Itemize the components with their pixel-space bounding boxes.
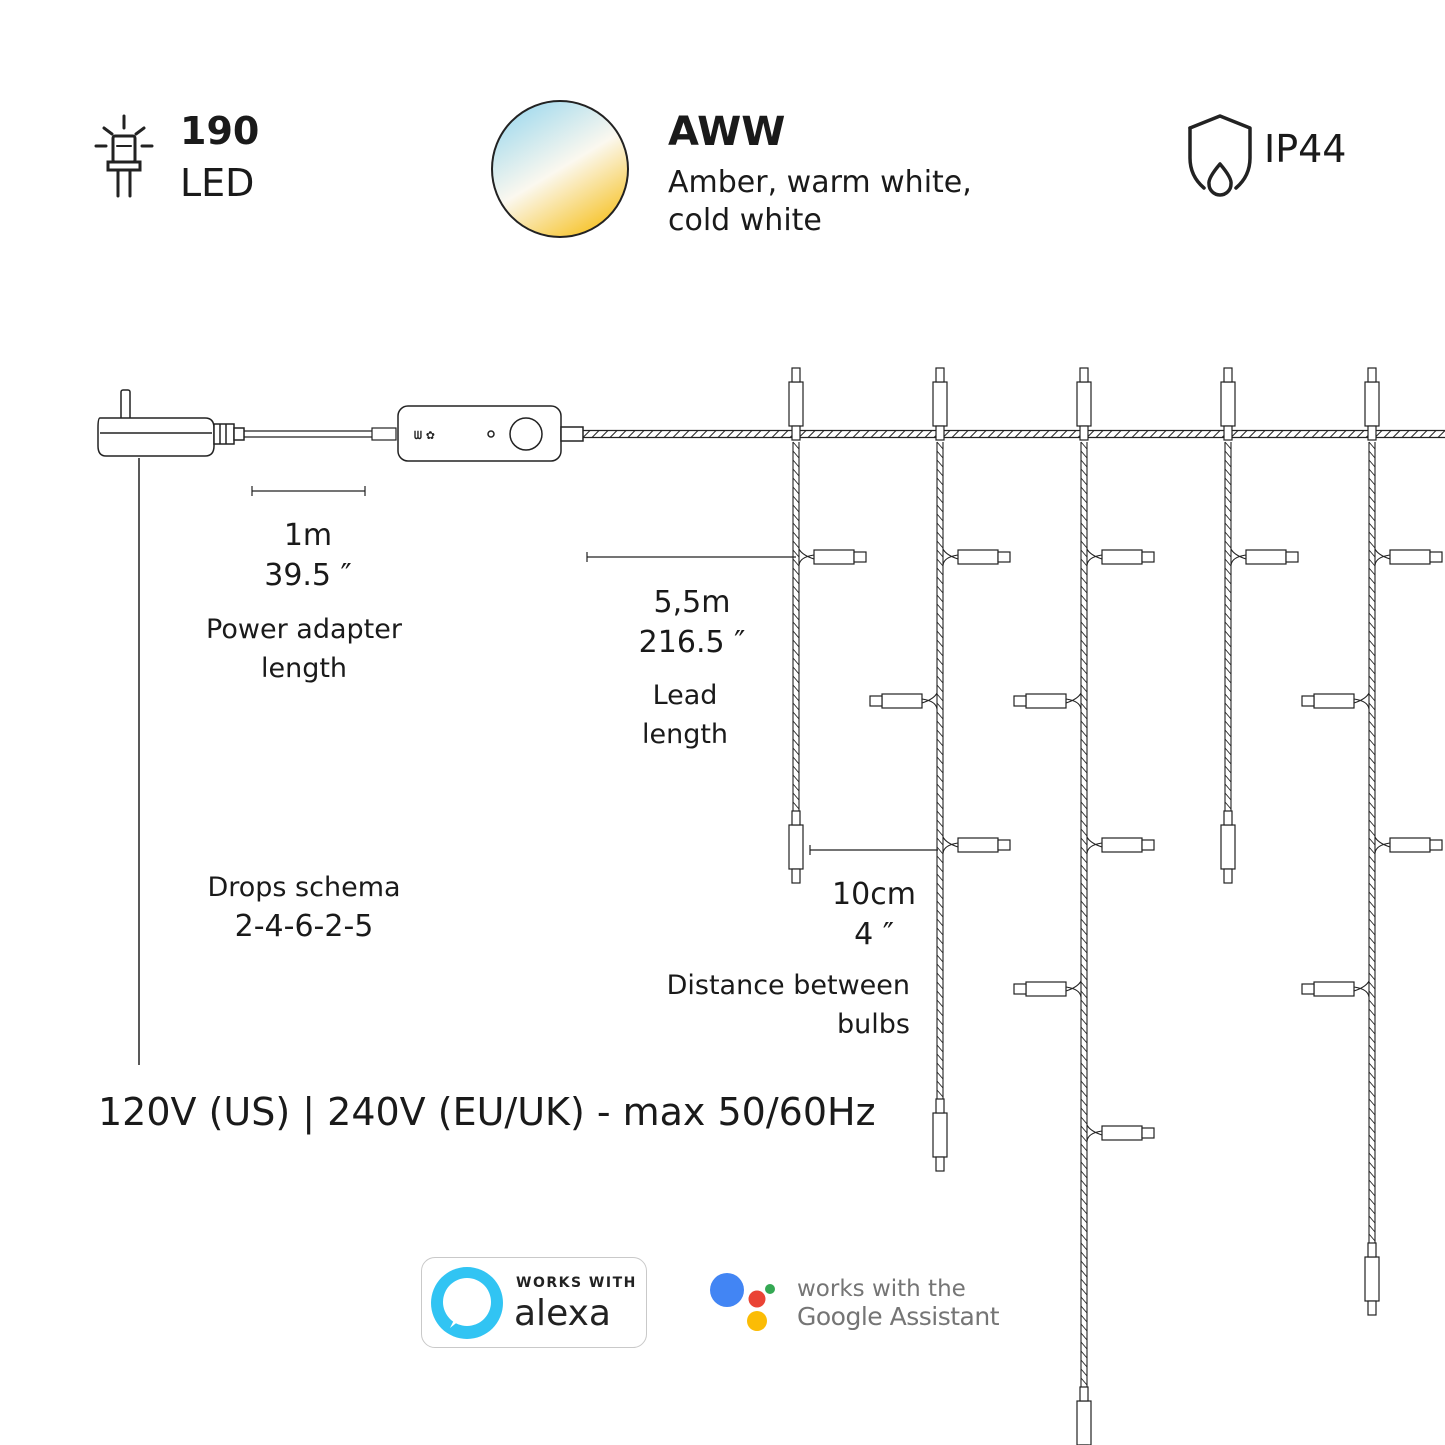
- alexa-ring-icon: [431, 1267, 503, 1339]
- drop-5: [1301, 367, 1443, 1316]
- led-unit: LED: [180, 161, 255, 205]
- led-bulb-icon: [94, 114, 154, 198]
- adapter-length-metric: 1m: [283, 518, 333, 553]
- lead-label-line2: length: [641, 719, 729, 750]
- drop-branch-bulb: [1025, 693, 1067, 709]
- drop-branch-bulb: [1101, 1125, 1143, 1141]
- drops: [788, 367, 1443, 1445]
- drop-end-bulb: [932, 1112, 948, 1158]
- voltage-spec: 120V (US) | 240V (EU/UK) - max 50/60Hz: [98, 1090, 876, 1134]
- adapter-label-line2: length: [260, 653, 348, 684]
- drop-2: [869, 367, 1011, 1172]
- color-description-line2: cold white: [668, 203, 822, 238]
- color-gradient-swatch: [491, 100, 629, 238]
- power-adapter: [97, 389, 245, 457]
- drop-branch-bulb: [1389, 549, 1431, 565]
- drop-top-bulb: [1220, 381, 1236, 427]
- drop-4: [1220, 367, 1299, 884]
- drop-branch-bulb: [1101, 549, 1143, 565]
- drop-end-bulb: [1220, 824, 1236, 870]
- drops-schema-value: 2-4-6-2-5: [234, 909, 374, 944]
- bulb-distance-imperial: 4 ″: [854, 917, 894, 952]
- drop-branch-bulb: [1313, 981, 1355, 997]
- google-works-with: works with the: [797, 1276, 966, 1302]
- google-assistant-name: Google Assistant: [797, 1302, 1000, 1331]
- drop-3: [1013, 367, 1155, 1445]
- drop-branch-bulb: [1025, 981, 1067, 997]
- drop-top-bulb: [1364, 381, 1380, 427]
- drops-schema-label: Drops schema: [207, 872, 401, 903]
- drop-branch-bulb: [1101, 837, 1143, 853]
- alexa-works-with: WORKS WITH: [516, 1275, 637, 1291]
- drop-top-bulb: [932, 381, 948, 427]
- google-assistant-dots-icon: [710, 1273, 775, 1331]
- ip-rating: IP44: [1264, 127, 1347, 171]
- drop-end-bulb: [1076, 1400, 1092, 1445]
- color-code: AWW: [668, 109, 786, 155]
- drop-branch-bulb: [957, 549, 999, 565]
- drop-top-bulb: [788, 381, 804, 427]
- adapter-label-line1: Power adapter: [206, 614, 402, 645]
- lead-label-line1: Lead: [652, 680, 718, 711]
- main-cable: [582, 429, 1445, 439]
- adapter-length-imperial: 39.5 ″: [264, 558, 352, 593]
- controller-logo: ᗯ ✿: [414, 429, 435, 442]
- bulb-distance-label-line2: bulbs: [837, 1009, 910, 1040]
- bulb-distance-label-line1: Distance between: [666, 970, 910, 1001]
- alexa-name: alexa: [514, 1293, 611, 1334]
- drop-branch-bulb: [957, 837, 999, 853]
- lead-length-imperial: 216.5 ″: [638, 625, 746, 660]
- water-shield-icon: [1188, 114, 1252, 197]
- drop-branch-bulb: [1245, 549, 1287, 565]
- led-count: 190: [180, 109, 260, 153]
- drop-branch-bulb: [1313, 693, 1355, 709]
- drop-1: [788, 367, 867, 884]
- drop-branch-bulb: [881, 693, 923, 709]
- controller-box: [397, 405, 584, 462]
- bulb-distance-metric: 10cm: [832, 877, 916, 912]
- drop-end-bulb: [1364, 1256, 1380, 1302]
- alexa-badge: WORKS WITH alexa: [421, 1257, 647, 1348]
- lead-length-metric: 5,5m: [653, 585, 731, 620]
- drop-branch-bulb: [1389, 837, 1431, 853]
- drop-branch-bulb: [813, 549, 855, 565]
- drop-top-bulb: [1076, 381, 1092, 427]
- color-description-line1: Amber, warm white,: [668, 165, 972, 200]
- drop-end-bulb: [788, 824, 804, 870]
